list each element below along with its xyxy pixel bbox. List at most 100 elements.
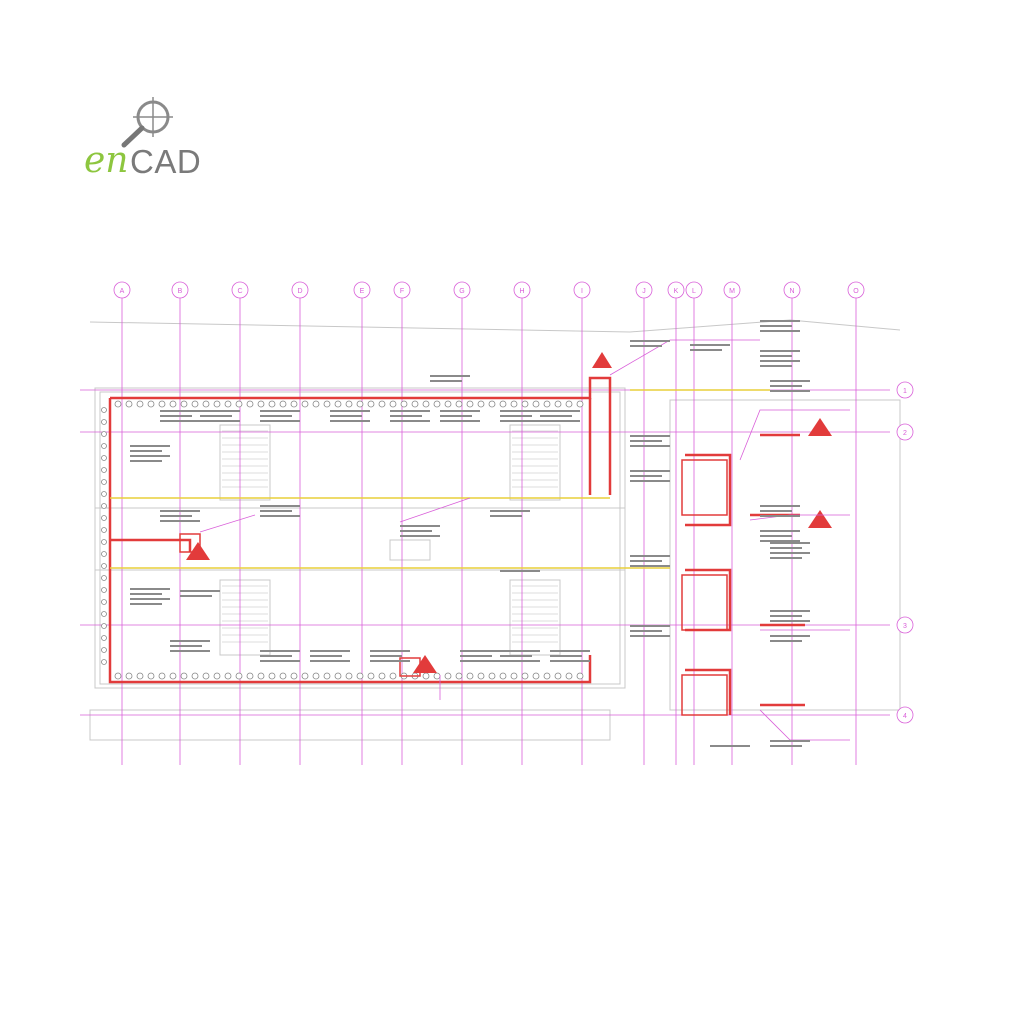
- note-text-line: [770, 547, 802, 549]
- note-text-line: [760, 360, 800, 362]
- note-text-line: [440, 410, 480, 412]
- note-text-line: [550, 655, 582, 657]
- note-text-line: [460, 650, 500, 652]
- note-text-line: [630, 555, 670, 557]
- diffuser: [213, 672, 221, 680]
- note-text-line: [370, 650, 410, 652]
- grid-label-col: D: [297, 288, 302, 295]
- diffuser: [101, 443, 107, 449]
- diffuser: [433, 400, 441, 408]
- note-text-line: [540, 415, 572, 417]
- note-text-line: [760, 505, 800, 507]
- note-text-line: [760, 325, 792, 327]
- warning-markers: [186, 352, 832, 673]
- note-text-line: [770, 385, 802, 387]
- diffuser: [444, 672, 452, 680]
- note-text-line: [760, 365, 792, 367]
- grid-label-row: 1: [903, 388, 907, 395]
- diffuser: [422, 672, 430, 680]
- note-text-line: [630, 340, 670, 342]
- note-text-line: [630, 635, 670, 637]
- note-text-line: [130, 450, 162, 452]
- note-text-line: [130, 593, 162, 595]
- diffuser: [477, 672, 485, 680]
- diffuser: [411, 400, 419, 408]
- note-text-line: [160, 515, 192, 517]
- diffuser: [510, 400, 518, 408]
- grid-bubble-row: [896, 423, 914, 441]
- grid-bubble-col: [513, 281, 531, 299]
- grid-bubble-col: [573, 281, 591, 299]
- grid-bubble-col: [291, 281, 309, 299]
- note-text-line: [130, 445, 170, 447]
- diffuser: [136, 672, 144, 680]
- note-text-line: [400, 530, 432, 532]
- grid-label-col: O: [853, 288, 859, 295]
- diffuser: [532, 400, 540, 408]
- note-text-line: [200, 410, 240, 412]
- note-text-line: [770, 615, 802, 617]
- diffuser: [323, 400, 331, 408]
- diffuser: [488, 400, 496, 408]
- diffuser: [180, 400, 188, 408]
- note-text-line: [770, 635, 810, 637]
- diffuser: [202, 672, 210, 680]
- diffuser: [101, 431, 107, 437]
- note-text-line: [160, 510, 200, 512]
- diffuser: [125, 672, 133, 680]
- note-text-line: [500, 570, 540, 572]
- note-text-line: [760, 350, 800, 352]
- grid-label-col: B: [178, 288, 183, 295]
- grid-label-col: A: [120, 288, 125, 295]
- note-text-line: [330, 415, 362, 417]
- diffuser: [290, 400, 298, 408]
- diffuser: [158, 400, 166, 408]
- diffuser: [158, 672, 166, 680]
- diffuser: [224, 400, 232, 408]
- diffuser: [101, 455, 107, 461]
- grid-label-col: I: [581, 288, 583, 295]
- grid-bubble-col: [783, 281, 801, 299]
- stair-hatching: [222, 430, 558, 643]
- note-text-line: [760, 355, 792, 357]
- grid-bubble-row: [896, 616, 914, 634]
- note-text-line: [630, 630, 662, 632]
- diffuser: [101, 611, 107, 617]
- note-text-line: [180, 590, 220, 592]
- note-text-line: [260, 420, 300, 422]
- grid-bubble-col: [667, 281, 685, 299]
- grid-label-col: L: [692, 288, 696, 295]
- note-text-line: [130, 588, 170, 590]
- note-text-line: [490, 510, 530, 512]
- diffuser: [477, 400, 485, 408]
- note-text-line: [770, 557, 802, 559]
- diffuser: [279, 672, 287, 680]
- note-text-line: [460, 660, 500, 662]
- diffuser: [521, 400, 529, 408]
- diffuser: [169, 400, 177, 408]
- diffuser: [576, 400, 584, 408]
- grid-label-col: M: [729, 288, 735, 295]
- diffuser: [101, 407, 107, 413]
- grid-label-row: 4: [903, 713, 907, 720]
- diffuser: [268, 400, 276, 408]
- diffuser: [257, 672, 265, 680]
- grid-bubble-col: [723, 281, 741, 299]
- note-text-line: [200, 415, 232, 417]
- diffuser: [312, 400, 320, 408]
- diffuser: [488, 672, 496, 680]
- note-text-line: [170, 640, 210, 642]
- note-text-line: [460, 655, 492, 657]
- note-text-line: [630, 625, 670, 627]
- note-text-line: [130, 598, 170, 600]
- diffuser: [565, 400, 573, 408]
- note-text-line: [160, 520, 200, 522]
- diffuser: [433, 672, 441, 680]
- diffuser: [466, 672, 474, 680]
- note-text-line: [130, 455, 170, 457]
- note-text-line: [630, 470, 670, 472]
- note-text-line: [310, 660, 350, 662]
- diffuser: [246, 400, 254, 408]
- diffuser: [101, 575, 107, 581]
- note-text-line: [630, 560, 662, 562]
